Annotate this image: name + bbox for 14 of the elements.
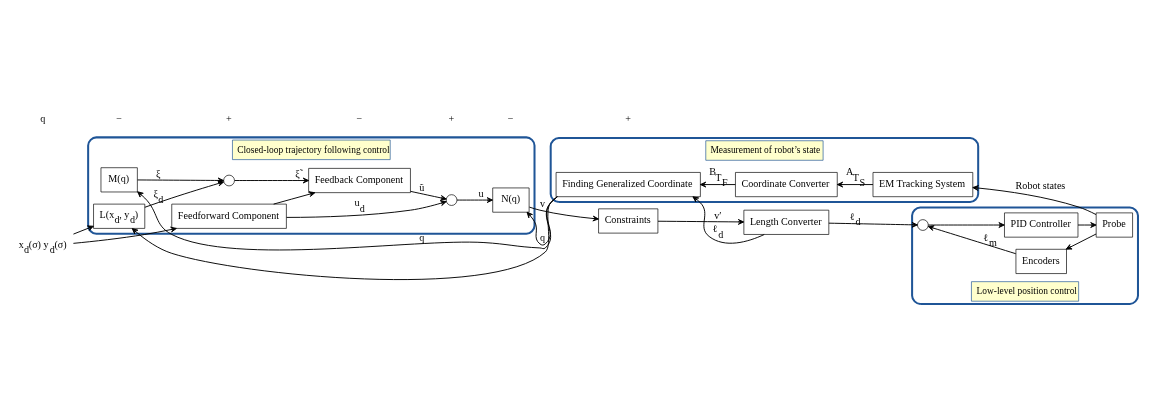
edge-label: v [539,197,545,209]
edge-label: Robot states [1015,179,1066,191]
edge-label: v′ [714,209,722,221]
label: + [448,112,455,124]
label: + [226,112,232,124]
label: − [507,112,514,124]
edge-label: u [478,187,484,199]
label: q [40,112,46,124]
label: + [625,112,631,124]
edge-label: ũ [419,181,425,193]
edge-label: q [539,231,545,243]
label: − [356,112,363,124]
label: − [116,112,122,124]
edge-label: ξ [155,167,161,179]
